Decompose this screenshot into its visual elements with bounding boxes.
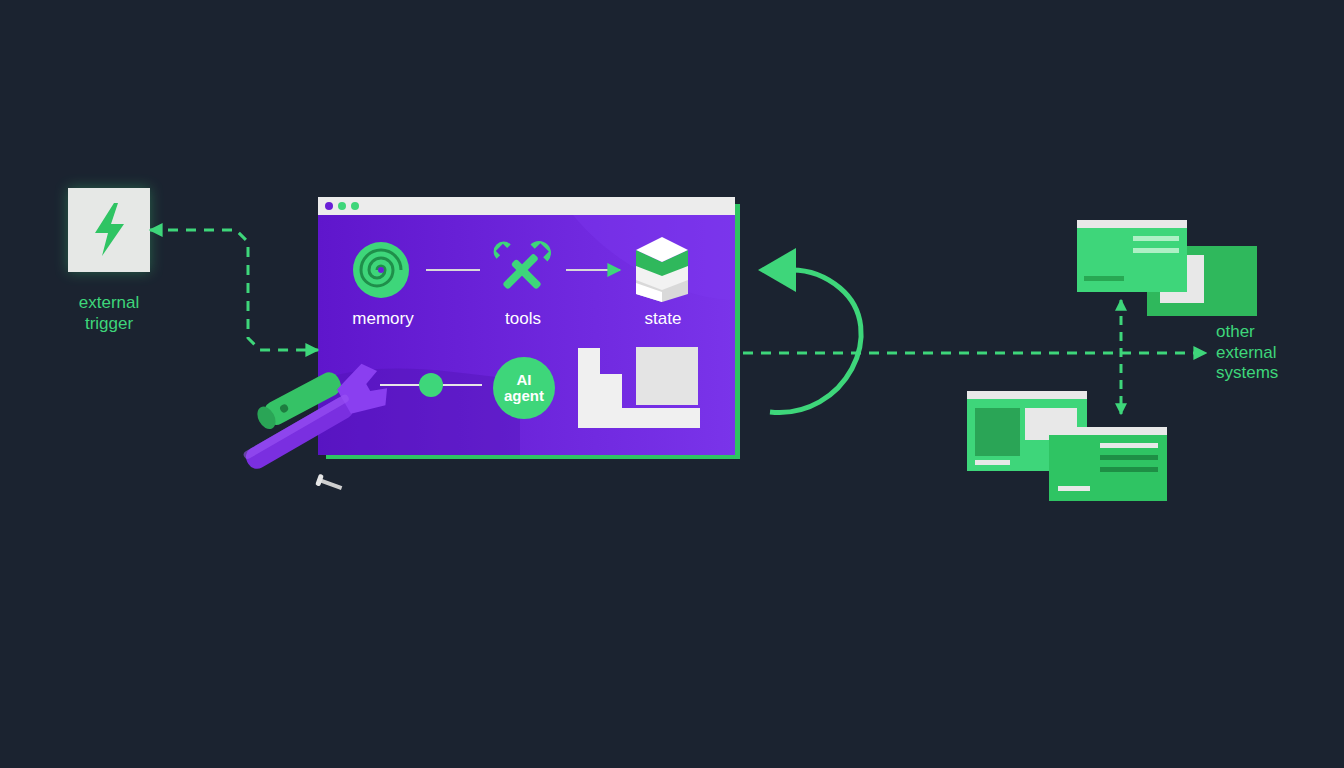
external-windows-bottom: [967, 391, 1167, 501]
wrench-illustration-part-part: [315, 474, 324, 487]
layout-blocks: [578, 347, 700, 428]
agent-window-part: [325, 202, 333, 210]
external-windows-bottom-part: [1049, 427, 1167, 435]
tools-icon-part-part: [530, 236, 555, 261]
external-windows-top-part: [1133, 236, 1179, 241]
wrench-illustration-part-part: [279, 403, 290, 414]
external-windows-top: [1077, 220, 1257, 316]
trigger-node: external trigger: [68, 188, 150, 272]
wrench-illustration-part-part: [242, 393, 357, 472]
wrench-illustration-part-part: [254, 403, 279, 432]
external-windows-bottom-part: [1100, 443, 1158, 448]
external-windows-bottom-part: [967, 391, 1087, 399]
agent-window: [318, 197, 740, 459]
memory-icon-part: [361, 250, 401, 286]
tools-node: tools: [480, 237, 566, 333]
agent-circle: AI agent: [493, 357, 555, 419]
node-label: state: [645, 309, 682, 329]
node-label: external trigger: [61, 292, 157, 335]
state-icon-part: [636, 237, 688, 262]
external-windows-bottom-part: [1049, 427, 1167, 501]
wrench-illustration: [233, 359, 394, 494]
memory-icon-part: [378, 267, 384, 273]
trigger-box: [68, 188, 150, 272]
external-windows-bottom-part: [975, 460, 1010, 465]
external-windows-top-part: [1077, 220, 1187, 292]
agent-window-part: [318, 197, 735, 455]
layout-blocks-part: [578, 348, 700, 428]
node-label: AI agent: [501, 372, 547, 404]
external-systems-node: other external systems: [1206, 320, 1310, 386]
external-windows-bottom-part: [1100, 467, 1158, 472]
external-windows-top-part: [1084, 276, 1124, 281]
external-windows-top-part: [1133, 248, 1179, 253]
external-windows-bottom-part: [1058, 486, 1090, 491]
loop-arrow-part: [758, 248, 796, 292]
connector: [426, 269, 480, 271]
connector: [566, 269, 620, 271]
tools-icon-part-part: [489, 237, 510, 258]
wrench-illustration-part-part: [320, 479, 342, 490]
trigger-box-part: [68, 188, 150, 272]
connector: [743, 352, 1206, 355]
state-node: state: [620, 237, 706, 333]
memory-icon-part: [353, 242, 409, 298]
vertical-dashed-link: [1121, 300, 1122, 414]
wrench-illustration-part-part: [332, 359, 394, 423]
tools-icon-part: [489, 237, 546, 294]
memory-node: memory: [340, 237, 426, 333]
loop-arrow-part: [770, 270, 861, 413]
wrench-illustration-part-part: [242, 393, 350, 460]
slider-icon-part: [419, 373, 443, 397]
memory-icon: [353, 242, 409, 298]
connector: [150, 230, 318, 350]
agent-window-part: [318, 197, 735, 215]
node-label: other external systems: [1216, 322, 1310, 383]
external-windows-bottom-part: [1100, 455, 1158, 460]
agent-window-node: memory tools state AI agent: [318, 197, 735, 455]
loop-arrow: [758, 248, 861, 413]
agent-window-part: [351, 202, 359, 210]
wrench-illustration-part: [233, 359, 394, 480]
tools-icon-part-part: [511, 259, 542, 290]
slider-icon: [380, 373, 482, 397]
node-label: memory: [352, 309, 413, 329]
tools-icon: [489, 236, 555, 295]
layout-blocks-part: [636, 347, 698, 405]
vertical-dashed-link-part: [1120, 300, 1123, 414]
trigger-box-part: [68, 188, 150, 272]
external-windows-bottom-part: [975, 408, 1020, 456]
external-windows-top-part: [1077, 220, 1187, 228]
state-icon: [636, 237, 688, 302]
node-label: tools: [505, 309, 541, 329]
trigger-box-part: [95, 203, 124, 256]
agent-window-part: [338, 202, 346, 210]
wrench-illustration-part: [315, 474, 344, 494]
